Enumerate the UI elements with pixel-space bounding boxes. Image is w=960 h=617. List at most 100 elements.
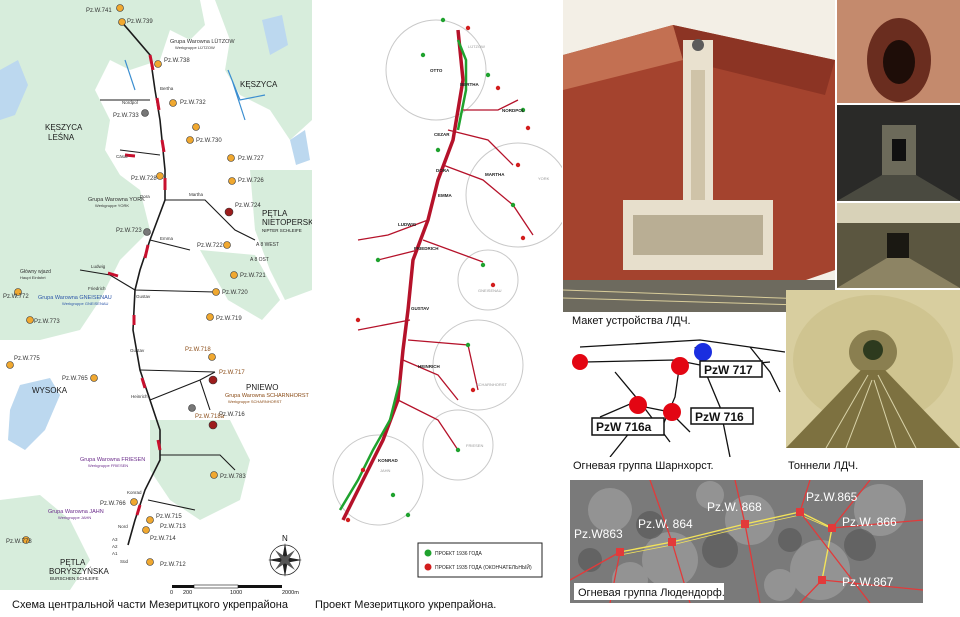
map-ludendorff: Pz.W863 Pz.W. 864 Pz.W. 868 Pz.W.865 Pz.… (570, 480, 923, 603)
node-label: Friedrich (88, 286, 106, 291)
group-label: Grupa Warowna SCHARNHORST (225, 393, 309, 399)
caption-tunnels: Тоннели ЛДЧ. (788, 460, 859, 472)
node-label: Nord (118, 524, 128, 529)
node-label: DORA (436, 168, 450, 173)
tunnel-photo-3 (837, 203, 960, 288)
region-label: WYSOKA (32, 386, 68, 395)
node-label: Gustav (130, 348, 145, 353)
region-label: KĘSZYCA (240, 80, 278, 89)
bunker-label: Pz.W.772 (3, 294, 29, 300)
node-label: A3 (112, 537, 118, 542)
bunker-label: Pz.W.741 (86, 8, 112, 14)
bunker-label: Pz.W.727 (238, 156, 264, 162)
map-project: OTTO BERTHA NORDPOL CEZAR MARTHA DORA EM… (318, 0, 562, 600)
caption-project-map: Проект Мезеритцкого укрепрайона. (315, 599, 497, 611)
photo-tunnel-main (786, 290, 960, 448)
caption-scharnhorst: Огневая группа Шарнхорст. (573, 460, 714, 472)
svg-text:ПРОЕКТ 1936 ГОДА: ПРОЕКТ 1936 ГОДА (435, 551, 483, 557)
bunker-label: Pz.W.718a (195, 414, 225, 420)
node-label: Emma (160, 236, 173, 241)
bunker-label: Pz.W.773 (34, 319, 60, 325)
caption-ldch-model: Макет устройства ЛДЧ. (572, 315, 691, 327)
group-label: FRIESEN (466, 443, 483, 448)
node-label: Haupt Einfahrt (20, 275, 46, 280)
region-label: BURSCHEN SCHLEIFE (50, 576, 99, 581)
group-label: Werkgruppe SCHARNHORST (228, 399, 282, 404)
map-scharnhorst: PzW 717 PzW 716 PzW 716a (570, 332, 785, 457)
bunker-label: Pz.W.775 (14, 356, 40, 362)
group-label: SCHARNHORST (476, 382, 507, 387)
group-label: Grupa Warowna FRIESEN (80, 457, 145, 463)
group-label: Werkgruppe GNEISENAU (62, 301, 108, 306)
node-label: Ludwig (91, 264, 106, 269)
tunnel-photo-1 (837, 0, 960, 103)
ludendorff-svg: Pz.W863 Pz.W. 864 Pz.W. 868 Pz.W.865 Pz.… (570, 480, 923, 603)
group-label: JAHN (380, 468, 391, 473)
svg-text:ПРОЕКТ 1935 ГОДА (ОКОНЧАТЕЛЬНЫ: ПРОЕКТ 1935 ГОДА (ОКОНЧАТЕЛЬНЫЙ) (435, 563, 532, 571)
region-label: NIPTER SCHLEIFE (262, 228, 302, 233)
region-label: LEŚNA (48, 133, 75, 142)
group-label: Grupa Warowna YORK (88, 197, 145, 203)
scale-bar: 0 200 1000 2000m (170, 584, 299, 596)
group-label: Werkgruppe LÜTZOW (175, 45, 215, 50)
node-label: Süd (120, 559, 129, 564)
compass-n-label: N (282, 534, 288, 543)
bunker-label: Pz.W.719 (216, 316, 242, 322)
bunker-label: Pz.W.717 (219, 370, 245, 376)
photo-tunnel-3 (837, 203, 960, 288)
tunnel-photo-2 (837, 105, 960, 201)
project-legend: ПРОЕКТ 1936 ГОДА ПРОЕКТ 1935 ГОДА (ОКОНЧ… (417, 542, 543, 578)
bunker-label: Pz.W.738 (164, 58, 190, 64)
group-label: Grupa Warowna LÜTZOW (170, 38, 235, 45)
group-label: YORK (538, 176, 550, 181)
node-label: Gustav (136, 294, 151, 299)
bunker-label: Pz.W.714 (150, 536, 176, 542)
map-project-svg: OTTO BERTHA NORDPOL CEZAR MARTHA DORA EM… (318, 0, 562, 600)
pzw-label: Pz.W.867 (842, 575, 894, 589)
map-central-part-svg: Pz.W.741 Pz.W.739 Pz.W.738 Pz.W.732 Pz.W… (0, 0, 312, 617)
group-label: Werkgruppe JAHN (58, 515, 91, 520)
node-label: A2 (112, 544, 118, 549)
node-label: Nordpol (122, 100, 138, 105)
photo-tunnel-1 (837, 0, 960, 103)
photo-tunnel-2 (837, 105, 960, 201)
bunker-label: Pz.W.716 (219, 412, 245, 418)
bunker-label: Pz.W.715 (156, 514, 182, 520)
bunker-label: Pz.W.778 (6, 539, 32, 545)
node-label: MARTHA (485, 172, 505, 177)
svg-text:1000: 1000 (230, 590, 242, 596)
bunker-label: Pz.W.728 (131, 176, 157, 182)
pzw-716a-label: PzW 716a (591, 417, 665, 436)
scharnhorst-svg: PzW 717 PzW 716 PzW 716a (570, 332, 785, 457)
bunker-label: Pz.W.732 (180, 100, 206, 106)
pzw-717-label: PzW 717 (699, 360, 763, 378)
node-label: CEZAR (434, 132, 450, 137)
node-label: Bertha (160, 86, 174, 91)
group-label: Werkgruppe YORK (95, 203, 129, 208)
node-label: A 8 OST (250, 257, 269, 263)
bunker-label: Pz.W.766 (100, 501, 126, 507)
svg-text:PzW 717: PzW 717 (704, 363, 753, 377)
bunker-label: Pz.W.722 (197, 243, 223, 249)
node-label: LUDWIG (398, 222, 417, 227)
region-label: PNIEWO (246, 383, 278, 392)
pzw-label: Pz.W.865 (806, 490, 858, 504)
node-label: Martha (189, 192, 204, 197)
group-label: Werkgruppe FRIESEN (88, 463, 128, 468)
bunker-label: Pz.W.783 (220, 474, 246, 480)
region-label: NIETOPERSKA (262, 218, 312, 227)
bunker-markers (6, 4, 238, 566)
pzw-label: Pz.W. 868 (707, 500, 762, 514)
map-central-part: Pz.W.741 Pz.W.739 Pz.W.738 Pz.W.732 Pz.W… (0, 0, 312, 617)
node-label: Konrad (127, 490, 142, 495)
pzw-716-label: PzW 716 (690, 407, 754, 425)
tunnel-photo-main (786, 290, 960, 448)
svg-text:0: 0 (170, 590, 173, 596)
node-label: HEINRICH (418, 364, 440, 369)
svg-text:2000m: 2000m (282, 590, 299, 596)
node-label: BERTHA (460, 82, 479, 87)
pzw-label: Pz.W. 864 (638, 517, 693, 531)
bunker-label: Pz.W.712 (160, 562, 186, 568)
node-label: A1 (112, 551, 118, 556)
node-label: Główny wjazd (20, 269, 51, 275)
